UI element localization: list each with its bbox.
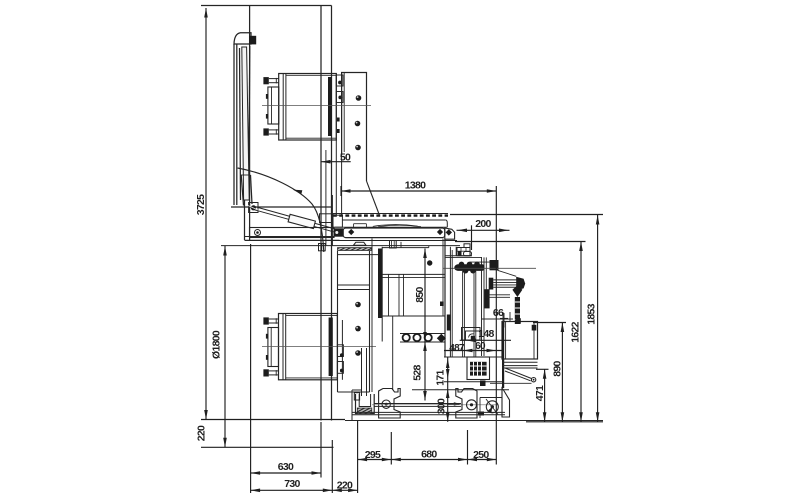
svg-text:471: 471: [534, 385, 546, 401]
svg-text:66: 66: [493, 307, 504, 319]
svg-text:3725: 3725: [195, 194, 207, 215]
svg-text:148: 148: [478, 328, 494, 340]
svg-text:Ø1800: Ø1800: [210, 330, 222, 359]
svg-text:295: 295: [365, 449, 381, 461]
svg-text:487: 487: [449, 343, 465, 354]
svg-text:1380: 1380: [405, 180, 426, 192]
svg-text:630: 630: [278, 461, 294, 473]
svg-text:171: 171: [434, 369, 446, 385]
svg-text:250: 250: [473, 449, 489, 461]
svg-text:680: 680: [421, 448, 437, 460]
svg-text:890: 890: [551, 360, 563, 376]
svg-text:730: 730: [284, 478, 300, 490]
svg-text:200: 200: [475, 218, 491, 230]
svg-text:60: 60: [475, 341, 486, 352]
svg-text:1622: 1622: [569, 321, 581, 342]
svg-text:50: 50: [340, 151, 351, 163]
svg-text:300: 300: [435, 398, 447, 414]
svg-text:1853: 1853: [586, 303, 598, 324]
svg-text:220: 220: [195, 425, 207, 441]
svg-text:528: 528: [411, 364, 423, 380]
svg-text:220: 220: [337, 479, 353, 491]
svg-text:850: 850: [414, 286, 426, 302]
